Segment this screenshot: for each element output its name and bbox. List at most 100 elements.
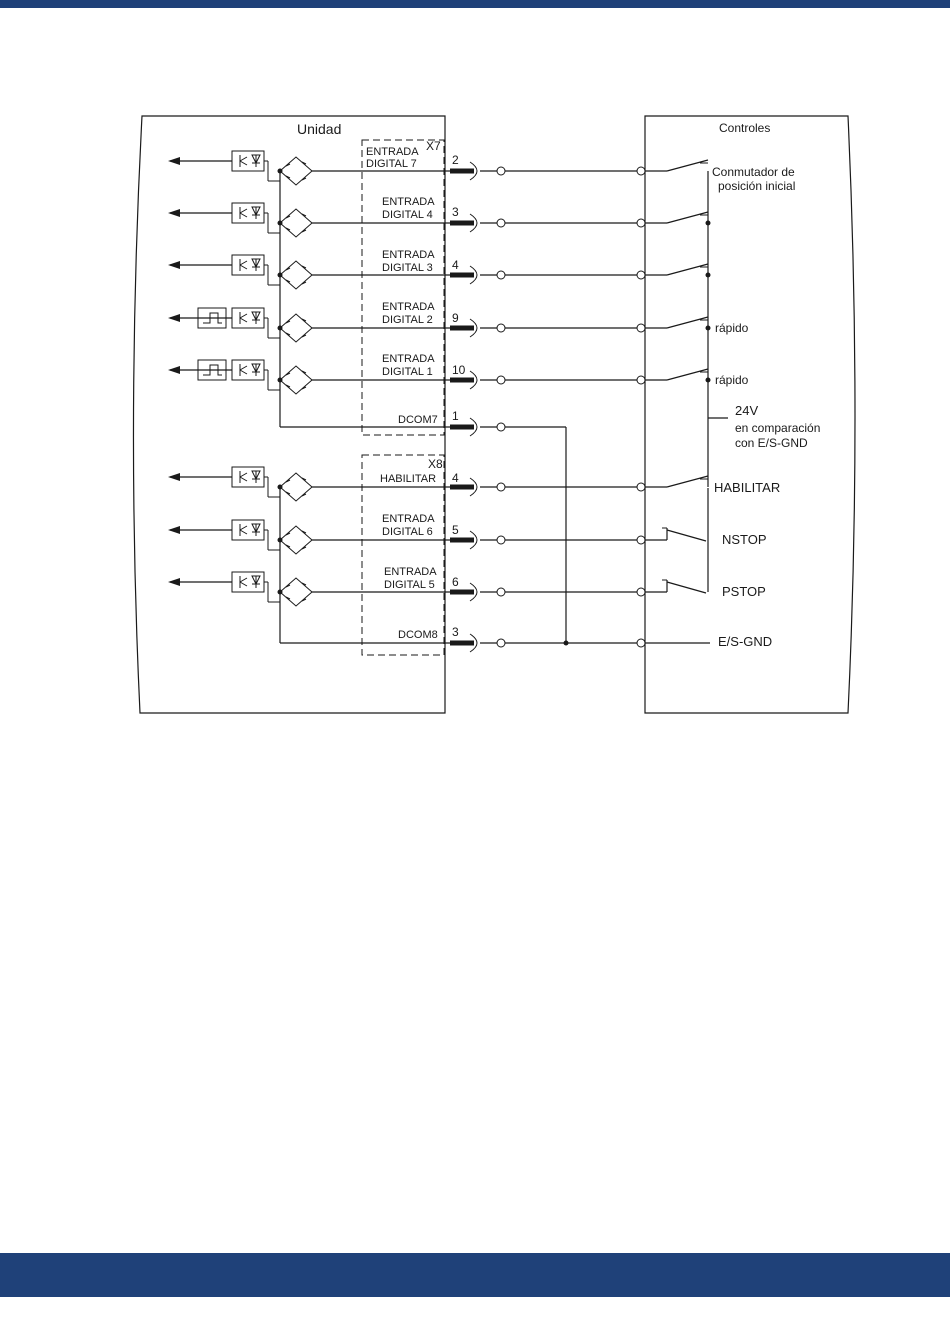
bridge-rectifier-icon: [280, 314, 312, 342]
controls-title: Controles: [719, 121, 770, 135]
pin-numbers: 2 3 4 9 10 1 4 5 6 3: [452, 153, 466, 639]
control-labels: Conmutador de posición inicial rápido rá…: [712, 165, 820, 649]
control-label-io-gnd: E/S-GND: [718, 634, 772, 649]
connector-pin: [450, 221, 474, 226]
connector-pin: [450, 169, 474, 174]
switch-contact: [667, 476, 708, 487]
x7-connector-box: [362, 140, 444, 435]
optocoupler-box: [232, 308, 264, 328]
row-8-label-line1: ENTRADA: [382, 513, 435, 525]
row-3-label-line1: ENTRADA: [382, 249, 435, 261]
control-label-home-switch: Conmutador de: [712, 165, 795, 179]
row-1-label-line2: DIGITAL 7: [366, 158, 417, 170]
led-icon: [252, 155, 260, 167]
row-8-label-line2: DIGITAL 6: [382, 526, 433, 538]
diode-marks-icon: [286, 478, 306, 496]
row-7-label: HABILITAR: [380, 473, 436, 485]
row-labels: ENTRADA DIGITAL 7 ENTRADA DIGITAL 4 ENTR…: [366, 146, 438, 641]
arrow-head-icon: [168, 157, 180, 165]
row-10-label: DCOM8: [398, 629, 438, 641]
arrow-head-icon: [168, 314, 180, 322]
junction-dot: [706, 378, 711, 383]
diode-marks-icon: [286, 162, 306, 180]
phototransistor-icon: [240, 207, 247, 219]
pin-number: 5: [452, 523, 459, 537]
diode-marks-icon: [286, 531, 306, 549]
phototransistor-icon: [240, 259, 247, 271]
terminal-circle: [497, 219, 505, 227]
connector-pin: [450, 273, 474, 278]
optocoupler-box: [232, 572, 264, 592]
arrow-head-icon: [168, 526, 180, 534]
phototransistor-icon: [240, 576, 247, 588]
terminal-circle: [497, 324, 505, 332]
phototransistor-icon: [240, 312, 247, 324]
led-icon: [252, 364, 260, 376]
phototransistor-icon: [240, 471, 247, 483]
led-icon: [252, 312, 260, 324]
led-icon: [252, 259, 260, 271]
pin-number: 6: [452, 575, 459, 589]
row-5-label-line1: ENTRADA: [382, 353, 435, 365]
terminal-circle: [497, 271, 505, 279]
terminal-circle: [497, 639, 505, 647]
optocoupler-box: [232, 255, 264, 275]
bridge-rectifier-icon: [280, 209, 312, 237]
terminal-circle: [497, 536, 505, 544]
terminal-circle: [637, 324, 645, 332]
pin-number: 9: [452, 311, 459, 325]
switch-contact: [667, 317, 708, 328]
terminal-circle: [637, 376, 645, 384]
terminal-circle: [497, 167, 505, 175]
phototransistor-icon: [240, 364, 247, 376]
terminal-circle: [497, 483, 505, 491]
row-4-label-line2: DIGITAL 2: [382, 314, 433, 326]
switch-contact: [667, 212, 708, 223]
row-4-label-line1: ENTRADA: [382, 301, 435, 313]
pin-number: 4: [452, 258, 459, 272]
connector-pin: [450, 378, 474, 383]
arrow-head-icon: [168, 261, 180, 269]
connector-pin: [450, 425, 474, 430]
terminal-circle: [637, 167, 645, 175]
supply-label-line3: con E/S-GND: [735, 436, 808, 450]
terminal-circle: [637, 271, 645, 279]
optocoupler-box: [232, 151, 264, 171]
bridge-rectifier-icon: [280, 157, 312, 185]
pin-number: 4: [452, 471, 459, 485]
arrow-head-icon: [168, 578, 180, 586]
switch-contact: [667, 369, 708, 380]
bridge-rectifier-icon: [280, 261, 312, 289]
diode-marks-icon: [286, 583, 306, 601]
led-icon: [252, 524, 260, 536]
junction-dot: [706, 273, 711, 278]
control-label-pstop: PSTOP: [722, 584, 766, 599]
arrow-head-icon: [168, 366, 180, 374]
supply-label-line2: en comparación: [735, 421, 820, 435]
row-3-label-line2: DIGITAL 3: [382, 262, 433, 274]
phototransistor-icon: [240, 524, 247, 536]
pin-number: 3: [452, 625, 459, 639]
bridge-rectifier-icon: [280, 473, 312, 501]
supply-voltage-label: 24V: [735, 403, 758, 418]
control-label-fast-2: rápido: [715, 373, 749, 387]
connector-pin: [450, 326, 474, 331]
connector-pin: [450, 485, 474, 490]
terminal-circle: [497, 423, 505, 431]
connector-pin: [450, 641, 474, 646]
arrow-head-icon: [168, 473, 180, 481]
nc-switch-contact: [667, 530, 706, 541]
pin-number: 10: [452, 363, 466, 377]
x8-connector-box: [362, 455, 444, 655]
bridge-rectifier-icon: [280, 366, 312, 394]
diode-marks-icon: [286, 319, 306, 337]
diode-marks-icon: [286, 371, 306, 389]
terminal-circle: [497, 588, 505, 596]
led-icon: [252, 471, 260, 483]
terminal-circle: [637, 639, 645, 647]
junction-dot: [706, 221, 711, 226]
control-label-home-switch-line2: posición inicial: [718, 179, 795, 193]
terminal-circle: [497, 376, 505, 384]
bridge-rectifier-icon: [280, 526, 312, 554]
